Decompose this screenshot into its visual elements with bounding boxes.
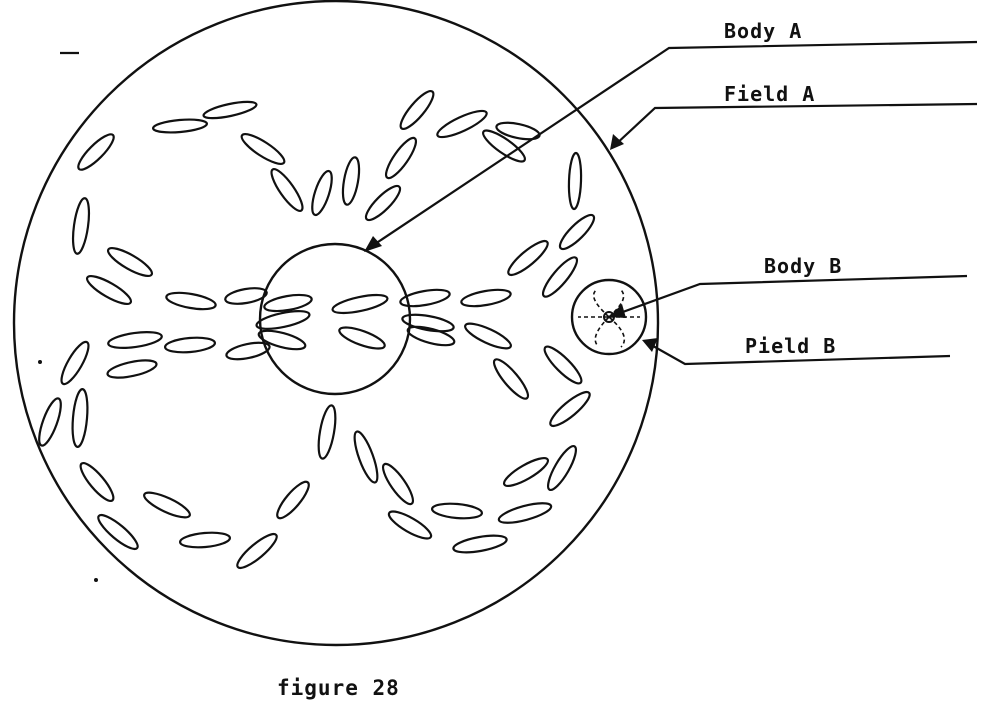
field-particle — [338, 326, 386, 350]
field-particle — [71, 197, 91, 255]
field-particle — [225, 341, 271, 361]
field-particle — [97, 513, 139, 551]
field-b-pattern — [578, 288, 640, 348]
field-particles — [38, 89, 596, 570]
field-b-leader — [645, 341, 951, 366]
field-particle — [452, 534, 508, 554]
field-a-circle — [12, 0, 660, 647]
field-particle — [460, 288, 512, 308]
body-a-arrowhead — [364, 236, 382, 252]
field-particle — [38, 397, 62, 447]
body-a-sphere — [258, 242, 412, 396]
field-particle — [151, 118, 209, 134]
field-particle — [270, 168, 304, 212]
field-particle — [85, 275, 133, 305]
field-particle — [106, 247, 154, 277]
field-particle — [507, 239, 549, 277]
field-particle — [263, 293, 313, 313]
field-b-arrowhead — [642, 338, 658, 352]
field-particle — [341, 156, 361, 206]
field-particle — [79, 461, 115, 503]
field-particle — [255, 310, 311, 330]
field-particle — [497, 502, 553, 524]
field-particle — [430, 502, 484, 520]
field-particle — [384, 136, 418, 180]
field-particle — [107, 331, 163, 349]
body-b-leader — [608, 274, 968, 319]
field-particle — [311, 169, 333, 217]
field-particle — [406, 325, 456, 347]
scan-specks — [38, 360, 98, 582]
field-particle — [502, 457, 550, 487]
field-particle — [399, 288, 451, 308]
field-particle — [464, 322, 512, 350]
field-particle — [71, 388, 89, 448]
field-particle — [165, 291, 217, 311]
body-b-sphere — [570, 278, 648, 356]
field-particle — [482, 129, 526, 163]
body-b-label: Body B — [764, 254, 842, 278]
field-particle — [163, 336, 217, 354]
field-a-drawing — [12, 0, 660, 647]
leader-lines — [60, 40, 978, 366]
arrowheads — [364, 134, 658, 352]
field-particle — [436, 109, 488, 139]
field-a-arrowhead — [610, 134, 624, 150]
field-particle — [549, 390, 591, 428]
field-particle — [236, 532, 278, 570]
field-a-leader — [613, 102, 978, 147]
field-particle — [558, 213, 596, 251]
figure-caption: figure 28 — [277, 676, 400, 700]
body-b-arrowhead — [609, 304, 626, 318]
field-particle — [224, 287, 268, 305]
field-particle — [106, 359, 158, 379]
field-particle — [143, 491, 191, 519]
field-particle — [331, 293, 389, 315]
field-particle — [60, 340, 90, 386]
field-particle — [178, 531, 232, 549]
field-particle — [541, 256, 579, 298]
field-particle — [492, 358, 530, 400]
field-particle — [543, 345, 583, 385]
field-particle — [240, 133, 286, 165]
field-particle — [202, 100, 258, 120]
field-particle — [381, 462, 415, 506]
field-particle — [317, 404, 337, 460]
field-particle — [547, 444, 577, 492]
field-a-label: Field A — [724, 82, 815, 106]
body-a-leader — [371, 40, 978, 247]
field-b-label: Pield B — [745, 334, 836, 358]
body-a-label: Body A — [724, 19, 802, 43]
field-particle — [399, 89, 435, 131]
field-particle — [387, 510, 433, 540]
field-particle — [276, 480, 310, 520]
field-particle — [353, 430, 379, 484]
field-particle — [567, 151, 583, 211]
field-particle — [77, 133, 115, 171]
field-particle — [257, 329, 307, 351]
field-particle — [401, 313, 455, 333]
field-particle — [364, 184, 402, 222]
